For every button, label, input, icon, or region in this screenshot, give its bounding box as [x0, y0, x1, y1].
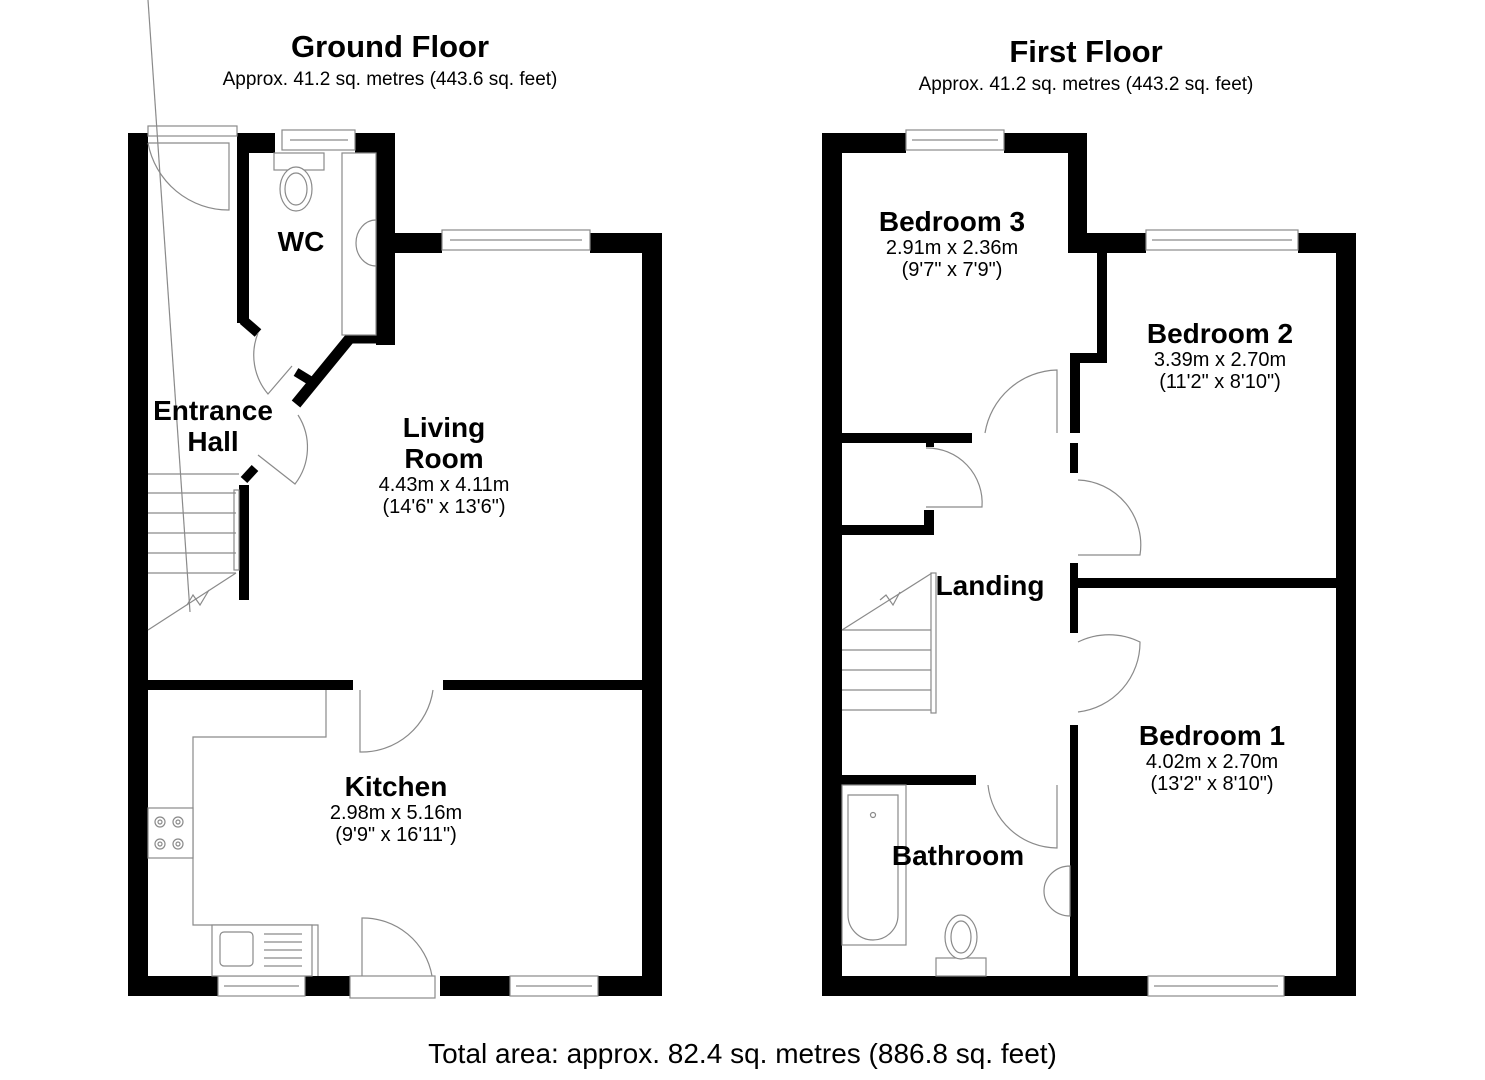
room-name: Bedroom 1 [1138, 720, 1286, 751]
room-dimensions-imperial: (13'2" x 8'10") [1150, 773, 1274, 795]
first-floor-walls [822, 133, 1356, 996]
room-dimensions-imperial: (9'9" x 16'11") [335, 824, 457, 846]
bathroom-fixtures [841, 784, 1071, 977]
room-name: Landing [935, 570, 1045, 601]
room-label-landing: Landing [920, 570, 1060, 601]
room-label-kitchen: Kitchen 2.98m x 5.16m (9'9" x 16'11") [296, 771, 496, 846]
room-dimensions-metric: 3.39m x 2.70m [1153, 349, 1287, 371]
room-name-line1: Living [402, 412, 486, 443]
room-label-bathroom: Bathroom [868, 840, 1048, 871]
room-dimensions-imperial: (14'6" x 13'6") [382, 496, 506, 518]
first-floor-title: First Floor [1009, 34, 1163, 69]
ground-floor-doors [147, 142, 434, 977]
room-name: Kitchen [344, 771, 448, 802]
room-label-living-room: Living Room 4.43m x 4.11m (14'6" x 13'6"… [344, 412, 544, 518]
room-dimensions-metric: 4.02m x 2.70m [1145, 751, 1279, 773]
room-name-line2: Hall [187, 426, 239, 457]
first-floor-stairs [841, 572, 937, 714]
kitchen-units [147, 690, 327, 977]
room-label-bedroom-1: Bedroom 1 4.02m x 2.70m (13'2" x 8'10") [1112, 720, 1312, 795]
room-name-line2: Room [404, 443, 484, 474]
ground-floor-stairs [147, 0, 240, 631]
room-label-entrance-hall: Entrance Hall [136, 395, 290, 457]
room-label-bedroom-3: Bedroom 3 2.91m x 2.36m (9'7" x 7'9") [852, 206, 1052, 281]
room-name: WC [277, 226, 325, 257]
first-floor-area: Approx. 41.2 sq. metres (443.2 sq. feet) [918, 74, 1254, 95]
room-dimensions-imperial: (9'7" x 7'9") [901, 259, 1003, 281]
total-area: Total area: approx. 82.4 sq. metres (886… [428, 1038, 1057, 1069]
ground-floor-walls [128, 133, 662, 996]
wc-fixtures [273, 152, 377, 336]
room-dimensions-metric: 2.91m x 2.36m [885, 237, 1019, 259]
first-floor-doors [925, 369, 1142, 849]
room-name: Bedroom 2 [1146, 318, 1294, 349]
room-label-bedroom-2: Bedroom 2 3.39m x 2.70m (11'2" x 8'10") [1120, 318, 1320, 393]
room-dimensions-metric: 4.43m x 4.11m [378, 474, 510, 496]
first-floor-windows [905, 129, 1299, 997]
room-dimensions-metric: 2.98m x 5.16m [329, 802, 463, 824]
room-name: Bedroom 3 [878, 206, 1026, 237]
room-name: Bathroom [891, 840, 1025, 871]
room-label-wc: WC [262, 226, 340, 257]
ground-floor-area: Approx. 41.2 sq. metres (443.6 sq. feet) [222, 69, 558, 90]
ground-floor-title: Ground Floor [290, 29, 490, 64]
ground-floor-diagonal-walls [239, 316, 386, 484]
room-name-line1: Entrance [153, 395, 273, 426]
room-dimensions-imperial: (11'2" x 8'10") [1159, 371, 1281, 393]
